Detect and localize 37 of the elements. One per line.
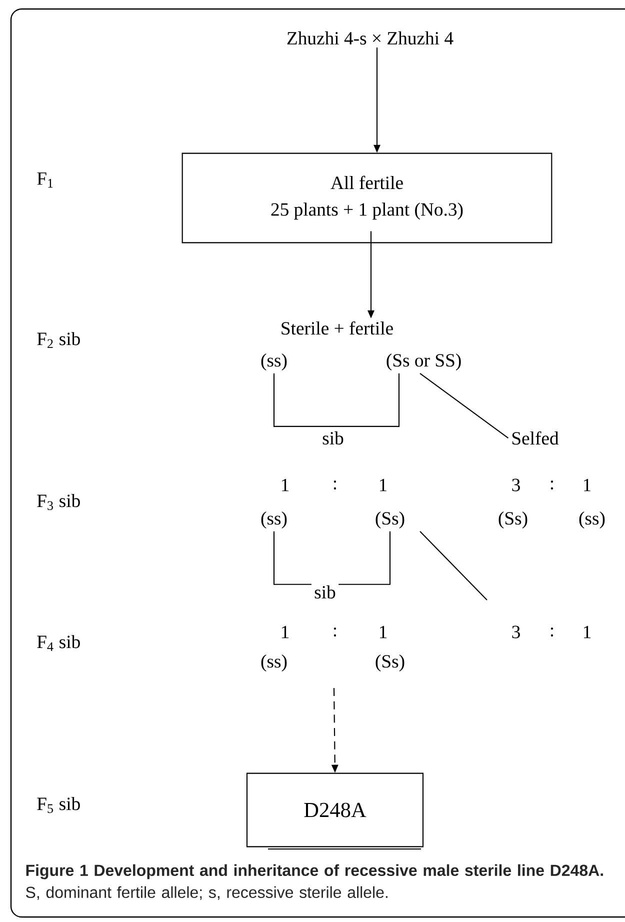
connector-line: [273, 531, 391, 585]
row-label: :: [550, 628, 554, 637]
row-label: 1: [282, 626, 289, 638]
row-label: (ss): [261, 654, 287, 672]
row-label: (Ss): [376, 654, 404, 672]
row-label: 1: [380, 478, 387, 492]
row-label: :: [334, 480, 336, 490]
row-label: :: [334, 628, 336, 637]
edge-label: sib: [319, 428, 347, 448]
row-label: :: [550, 480, 554, 490]
node-text: (ss): [261, 512, 287, 528]
connector-line: [420, 531, 488, 600]
row-label: F$_{3}$ sib: [37, 494, 80, 510]
connector-line: [420, 372, 509, 438]
node-text: Selfed: [512, 431, 559, 445]
node-text: (Ss): [376, 512, 404, 528]
row-label: (ss): [579, 512, 605, 528]
edge-label: sib: [311, 582, 339, 602]
caption: Figure 1 Development and inheritance of recessive male sterile line D248A. S, dominant fertile allele; s, recessive sterile allele.: [26, 864, 603, 900]
process-box: All fertile 25 plants + 1 plant (No.3): [182, 152, 552, 244]
node-text: (Ss or SS): [386, 354, 461, 370]
row-label: (Ss): [498, 512, 528, 528]
node-text: (ss): [261, 354, 287, 370]
row-label: 3: [512, 478, 520, 492]
row-label: F$_{2}$ sib: [37, 332, 80, 348]
result-box: D248A: [246, 772, 424, 850]
row-label: 1: [584, 626, 591, 638]
row-label: 1: [380, 626, 387, 638]
row-label: F$_{1}$: [37, 172, 53, 188]
connector-line: [273, 373, 400, 427]
row-label: 3: [512, 626, 520, 638]
node-text: Sterile + fertile: [282, 321, 393, 335]
row-label: F$_{5}$ sib: [37, 797, 80, 813]
row-label: 1: [584, 478, 591, 492]
row-label: F$_{4}$ sib: [37, 635, 80, 651]
row-label: 1: [282, 478, 289, 492]
node-text: Zhuzhi 4-s × Zhuzhi 4: [287, 31, 454, 45]
